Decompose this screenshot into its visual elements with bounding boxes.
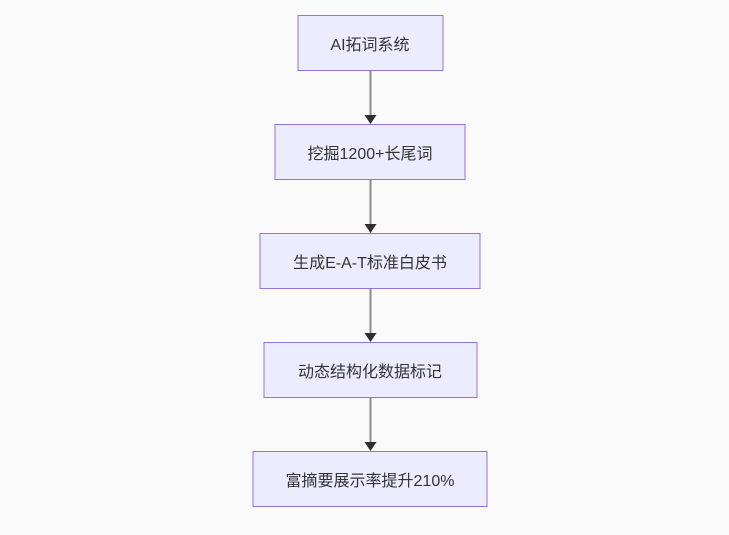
arrow-down-icon [364, 224, 376, 233]
flow-node-longtail-mining: 挖掘1200+长尾词 [274, 124, 466, 180]
flow-connector-4 [364, 398, 376, 451]
flow-node-label: 生成E-A-T标准白皮书 [293, 255, 447, 272]
flow-node-label: 挖掘1200+长尾词 [307, 146, 433, 163]
arrow-line [369, 289, 371, 333]
flow-node-label: 动态结构化数据标记 [297, 364, 442, 381]
arrow-down-icon [364, 442, 376, 451]
arrow-line [369, 180, 371, 224]
flow-connector-3 [364, 289, 376, 342]
arrow-line [369, 398, 371, 442]
flow-node-eat-whitepaper: 生成E-A-T标准白皮书 [259, 233, 481, 289]
flow-node-label: AI拓词系统 [330, 37, 410, 54]
arrow-down-icon [364, 333, 376, 342]
arrow-line [369, 71, 371, 115]
flowchart: AI拓词系统 挖掘1200+长尾词 生成E-A-T标准白皮书 动态结构化数据标记 [252, 15, 488, 507]
flow-node-rich-snippet-uplift: 富摘要展示率提升210% [252, 451, 488, 507]
flow-node-ai-keyword-system: AI拓词系统 [297, 15, 443, 71]
arrow-down-icon [364, 115, 376, 124]
flow-node-label: 富摘要展示率提升210% [285, 473, 455, 490]
flow-connector-1 [364, 71, 376, 124]
flow-connector-2 [364, 180, 376, 233]
flow-node-structured-data-markup: 动态结构化数据标记 [263, 342, 477, 398]
